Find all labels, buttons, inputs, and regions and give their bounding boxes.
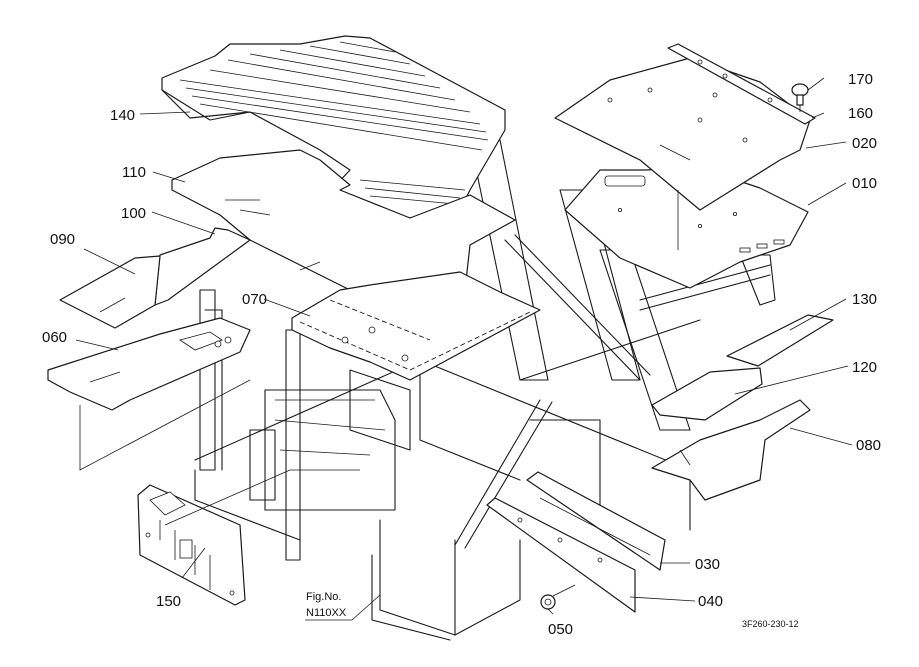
label-150: 150 (156, 593, 181, 610)
part-100-side-mat (154, 227, 251, 306)
part-150-front-panel (137, 484, 246, 606)
label-090: 090 (50, 231, 75, 248)
part-120-mat (651, 367, 763, 421)
part-130-mat (726, 314, 834, 367)
part-070-floor-plate (291, 271, 541, 381)
label-040: 040 (698, 593, 723, 610)
part-010-lower-panel (564, 167, 809, 289)
label-060: 060 (42, 329, 67, 346)
label-050: 050 (548, 621, 573, 638)
label-020: 020 (852, 135, 877, 152)
part-040-board (486, 497, 636, 613)
figure-number: N110XX (306, 607, 347, 619)
figure-label: Fig.No. (306, 591, 341, 603)
label-010: 010 (852, 175, 877, 192)
label-080: 080 (856, 437, 881, 454)
drawing-code: 3F260-230-12 (742, 619, 799, 629)
leader-lines (75, 77, 853, 621)
explode-guide-lines (79, 379, 691, 526)
part-140-floor-mat (161, 35, 506, 219)
label-130: 130 (852, 291, 877, 308)
label-160: 160 (848, 105, 873, 122)
label-070: 070 (242, 291, 267, 308)
label-100: 100 (121, 205, 146, 222)
label-030: 030 (695, 556, 720, 573)
label-170: 170 (848, 71, 873, 88)
part-labels: 170 160 020 010 140 110 100 090 070 060 … (42, 71, 881, 638)
figure-reference: Fig.No. N110XX (305, 591, 352, 621)
label-140: 140 (110, 107, 135, 124)
label-110: 110 (122, 164, 146, 181)
part-160-rail (667, 43, 816, 125)
part-050-bolt (540, 584, 576, 610)
part-090-side-mat (59, 255, 161, 329)
part-020-upper-panel (554, 57, 811, 250)
part-030-board (526, 471, 666, 571)
label-120: 120 (852, 359, 877, 376)
part-080-mat (651, 399, 811, 501)
part-060-front-mat (47, 317, 251, 411)
